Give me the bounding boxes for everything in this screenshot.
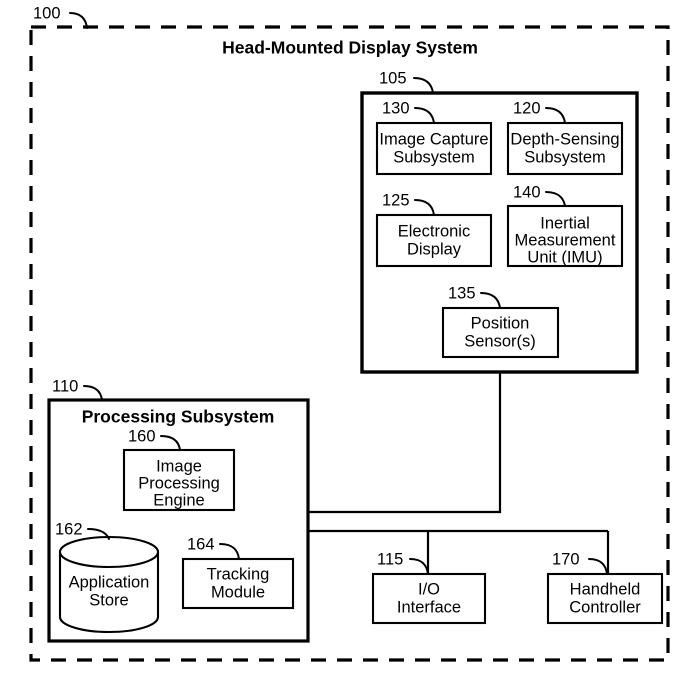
system-boundary-100	[29, 25, 670, 662]
image-capture-subsystem-box	[375, 121, 493, 176]
leader-line-135	[480, 292, 501, 309]
leader-line-125	[414, 199, 435, 216]
leader-line-115	[409, 558, 429, 575]
application-store-cylinder-top	[58, 535, 160, 569]
leader-line-170	[588, 558, 608, 575]
application-store-label-line-2: Store	[89, 591, 128, 609]
image-processing-engine-label-line-3: Engine	[153, 491, 204, 509]
ref-label-120: 120	[513, 99, 541, 117]
leader-line-105	[413, 77, 434, 94]
position-sensors-box	[441, 306, 560, 359]
ref-label-140: 140	[513, 183, 541, 201]
leader-line-140	[545, 191, 566, 207]
electronic-display-label-line-2: Display	[407, 240, 462, 258]
ref-label-164: 164	[187, 535, 215, 553]
electronic-display-box	[375, 213, 493, 268]
image-processing-engine-box	[122, 448, 236, 512]
processing-subsystem-title: Processing Subsystem	[82, 407, 275, 427]
depth-sensing-subsystem-label-line-2: Subsystem	[524, 148, 606, 166]
leader-line-110	[83, 385, 103, 401]
tracking-module-label-line-1: Tracking	[207, 565, 270, 583]
image-capture-subsystem-label-line-2: Subsystem	[393, 148, 475, 166]
image-processing-engine-label-line-1: Image	[156, 457, 202, 475]
ref-label-160: 160	[128, 427, 156, 445]
leader-line-164	[219, 543, 240, 560]
image-capture-subsystem-label-line-1: Image Capture	[379, 130, 488, 148]
application-store-label-line-1: Application	[69, 573, 150, 591]
ref-label-105: 105	[379, 69, 407, 87]
application-store-cylinder-body	[58, 552, 160, 634]
inertial-measurement-unit-label-line-2: Measurement	[515, 231, 616, 249]
depth-sensing-subsystem-label-line-1: Depth-Sensing	[510, 130, 619, 148]
ref-label-100: 100	[33, 4, 61, 22]
ref-label-170: 170	[552, 550, 580, 568]
tracking-module-label-line-2: Module	[211, 583, 265, 601]
inertial-measurement-unit-box	[506, 204, 624, 268]
page-title: Head-Mounted Display System	[222, 38, 478, 58]
position-sensors-label-line-1: Position	[471, 314, 530, 332]
ref-label-110: 110	[52, 377, 78, 395]
ref-label-130: 130	[382, 99, 410, 117]
ref-label-125: 125	[382, 191, 410, 209]
inertial-measurement-unit-label-line-3: Unit (IMU)	[527, 248, 602, 266]
handheld-controller-box	[546, 572, 664, 625]
ref-label-135: 135	[448, 284, 476, 302]
handheld-controller-label-line-1: Handheld	[570, 580, 641, 598]
leader-line-162	[87, 528, 110, 540]
ref-label-115: 115	[377, 550, 403, 568]
image-processing-engine-label-line-2: Processing	[138, 474, 220, 492]
io-interface-box	[371, 572, 487, 625]
leader-line-130	[414, 107, 435, 124]
connector-hmd-to-processing	[308, 372, 502, 514]
inertial-measurement-unit-label-line-1: Inertial	[540, 214, 590, 232]
ref-label-162: 162	[55, 520, 83, 538]
handheld-controller-label-line-2: Controller	[569, 598, 641, 616]
leader-line-160	[160, 435, 181, 451]
tracking-module-box	[181, 557, 295, 610]
io-interface-label-line-2: Interface	[397, 598, 461, 616]
leader-line-120	[545, 107, 566, 124]
position-sensors-label-line-2: Sensor(s)	[464, 332, 536, 350]
io-interface-label-line-1: I/O	[418, 580, 440, 598]
depth-sensing-subsystem-box	[506, 121, 624, 176]
electronic-display-label-line-1: Electronic	[398, 222, 470, 240]
leader-line-100	[69, 12, 88, 29]
